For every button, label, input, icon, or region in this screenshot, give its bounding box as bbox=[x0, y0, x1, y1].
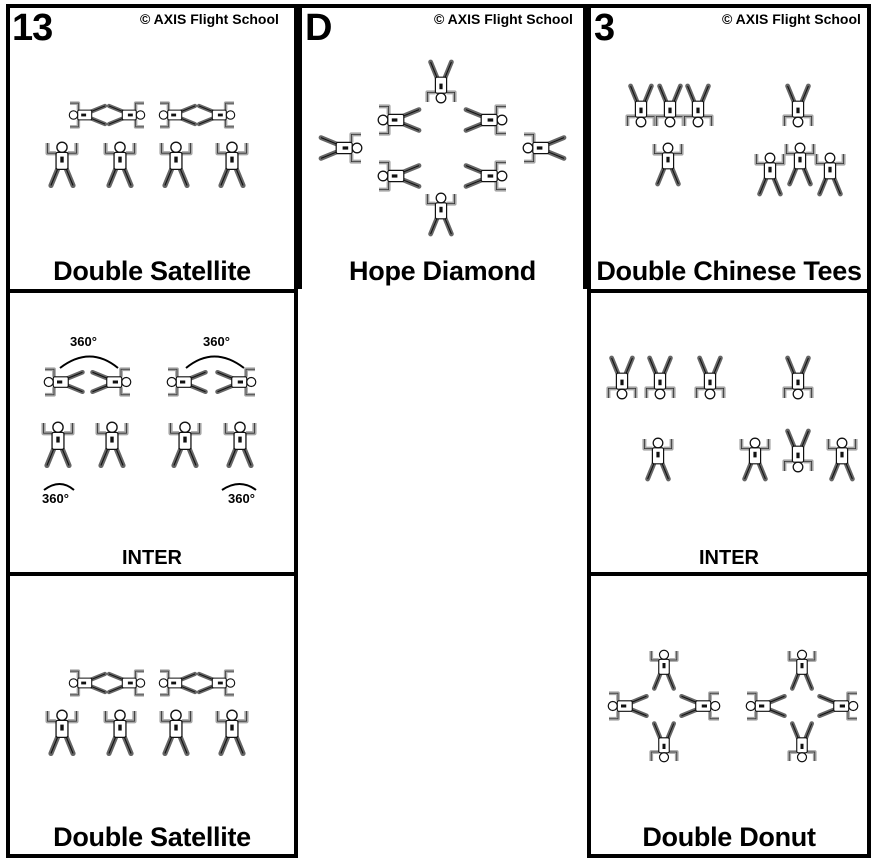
skydiver-figure bbox=[682, 693, 720, 719]
skydiver-figure bbox=[218, 142, 247, 185]
skydiver-figure bbox=[159, 103, 195, 127]
skydiver-figure bbox=[784, 431, 811, 472]
skydiver-figure bbox=[789, 724, 815, 762]
skydiver-figure bbox=[106, 710, 135, 753]
skydiver-figure bbox=[44, 422, 73, 465]
copyright-notice: © AXIS Flight School bbox=[722, 11, 861, 27]
skydiver-figure bbox=[816, 153, 843, 194]
skydiver-figure bbox=[48, 710, 77, 753]
rotation-label: 360° bbox=[70, 335, 97, 349]
skydiver-figure bbox=[226, 422, 255, 465]
skydiver-figure bbox=[828, 438, 855, 479]
formation-title: Hope Diamond bbox=[298, 256, 587, 286]
inter-label: INTER bbox=[6, 547, 298, 569]
rotation-label: 360° bbox=[42, 492, 69, 506]
copyright-notice: © AXIS Flight School bbox=[140, 11, 279, 27]
skydiver-figure bbox=[69, 671, 105, 695]
skydiver-figure bbox=[741, 438, 768, 479]
skydiver-figure bbox=[627, 86, 654, 127]
inter-label: INTER bbox=[587, 547, 871, 569]
cell-id-d: D bbox=[305, 9, 331, 47]
skydiver-figure bbox=[109, 103, 145, 127]
skydiver-figure bbox=[644, 438, 671, 479]
skydiver-figure bbox=[523, 134, 564, 161]
rotation-label: 360° bbox=[203, 335, 230, 349]
skydiver-figure bbox=[820, 693, 858, 719]
skydiver-figure bbox=[44, 369, 82, 395]
skydiver-figure bbox=[746, 693, 784, 719]
formation-title: Double Satellite bbox=[6, 822, 298, 852]
skydiver-figure bbox=[378, 106, 419, 133]
formation-title: Double Chinese Tees bbox=[587, 256, 871, 286]
skydiver-figure bbox=[696, 358, 723, 399]
skydiver-figure bbox=[651, 724, 677, 762]
skydiver-figure bbox=[321, 134, 362, 161]
skydiver-figure bbox=[427, 193, 454, 234]
skydiver-figure bbox=[109, 671, 145, 695]
skydiver-figure bbox=[48, 142, 77, 185]
skydiver-figure bbox=[93, 369, 131, 395]
skydiver-figure bbox=[654, 143, 681, 184]
cell-id-3: 3 bbox=[594, 9, 614, 47]
skydiver-figure bbox=[218, 369, 256, 395]
skydiver-figure bbox=[466, 162, 507, 189]
skydiver-figure bbox=[646, 358, 673, 399]
skydiver-figure bbox=[378, 162, 419, 189]
cell-id-13: 13 bbox=[12, 9, 52, 47]
skydiver-figure bbox=[159, 671, 195, 695]
skydiver-figure bbox=[98, 422, 127, 465]
formation-title: Double Satellite bbox=[6, 256, 298, 286]
skydiver-figure bbox=[756, 153, 783, 194]
skydiver-figure bbox=[608, 693, 646, 719]
copyright-notice: © AXIS Flight School bbox=[434, 11, 573, 27]
skydiver-figure bbox=[199, 103, 235, 127]
skydiver-figure bbox=[69, 103, 105, 127]
skydiver-figure bbox=[784, 358, 811, 399]
skydiver-figure bbox=[789, 650, 815, 688]
skydiver-figure bbox=[162, 710, 191, 753]
skydiver-figure bbox=[199, 671, 235, 695]
skydiver-figure bbox=[427, 62, 454, 103]
skydiver-figure bbox=[684, 86, 711, 127]
skydiver-figure bbox=[651, 650, 677, 688]
skydiver-figure bbox=[106, 142, 135, 185]
skydiver-figure bbox=[466, 106, 507, 133]
skydiver-figure bbox=[218, 710, 247, 753]
skydiver-figure bbox=[162, 142, 191, 185]
rotation-label: 360° bbox=[228, 492, 255, 506]
skydiver-figure bbox=[608, 358, 635, 399]
skydiver-figure bbox=[786, 143, 813, 184]
skydiver-figure bbox=[167, 369, 205, 395]
skydiver-figure bbox=[171, 422, 200, 465]
skydiver-figure bbox=[656, 86, 683, 127]
formation-title: Double Donut bbox=[587, 822, 871, 852]
skydiver-figure bbox=[784, 86, 811, 127]
